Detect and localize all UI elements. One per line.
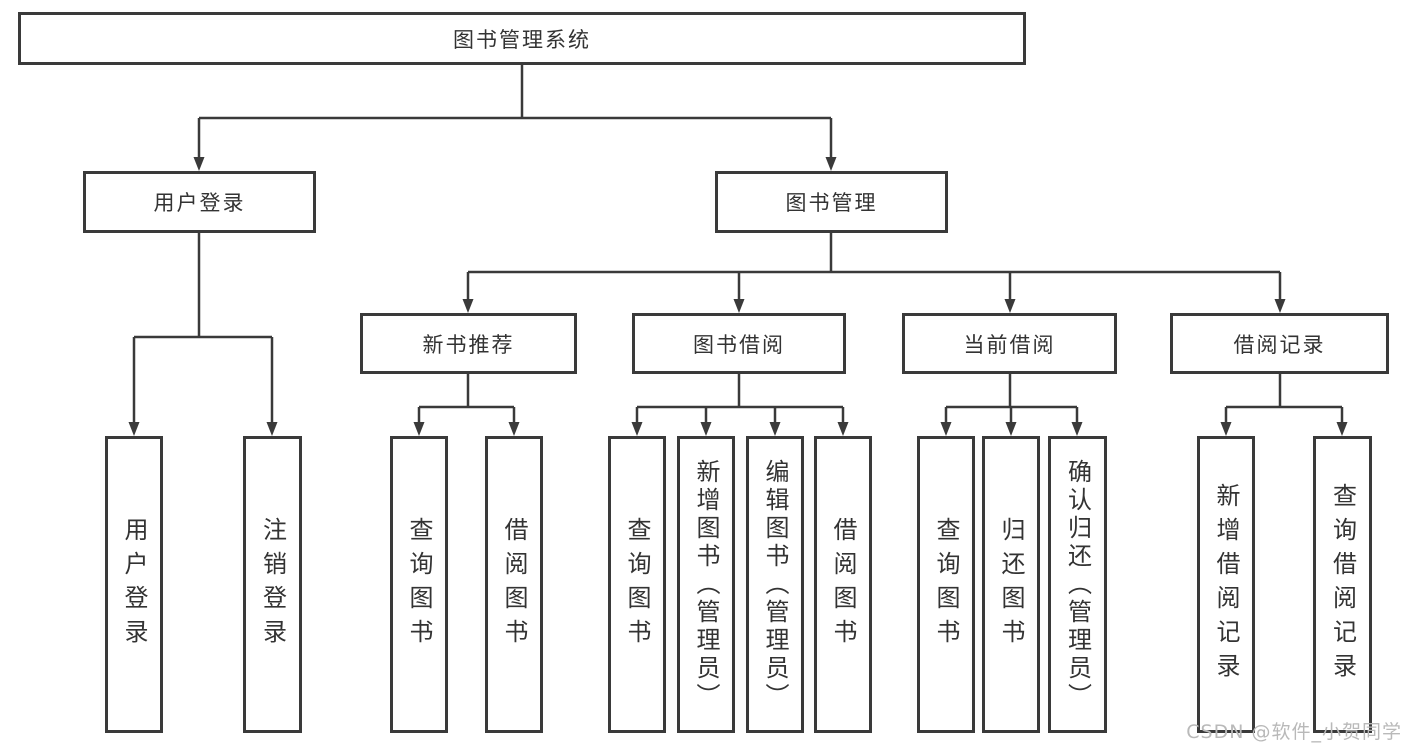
leaf-label: 新增借阅记录 bbox=[1212, 482, 1240, 687]
node-leaf-borrow-books: 借阅图书 bbox=[485, 436, 543, 733]
arrowhead-icon bbox=[733, 299, 745, 313]
arrowhead-icon bbox=[193, 157, 205, 171]
arrowhead-icon bbox=[700, 422, 712, 436]
arrowhead-icon bbox=[266, 422, 278, 436]
arrowhead-icon bbox=[1274, 299, 1286, 313]
node-leaf-confirm-return-admin: 确认归还（管理员） bbox=[1048, 436, 1107, 733]
leaf-label: 确认归还（管理员） bbox=[1063, 458, 1092, 711]
connector-root-to-level2 bbox=[197, 65, 833, 158]
leaf-label: 编辑图书（管理员） bbox=[761, 458, 789, 711]
arrowhead-icon bbox=[1071, 422, 1083, 436]
leaf-label: 查询图书 bbox=[405, 516, 433, 653]
arrowhead-icon bbox=[128, 422, 140, 436]
arrowhead-icon bbox=[837, 422, 849, 436]
node-leaf-add-borrow-record: 新增借阅记录 bbox=[1197, 436, 1255, 733]
node-borrowing-records: 借阅记录 bbox=[1170, 313, 1389, 374]
node-leaf-borrow-books: 借阅图书 bbox=[814, 436, 872, 733]
leaf-label: 查询借阅记录 bbox=[1328, 482, 1357, 687]
node-leaf-query-books: 查询图书 bbox=[608, 436, 666, 733]
node-book-borrowing: 图书借阅 bbox=[632, 313, 846, 374]
node-leaf-user-login: 用户登录 bbox=[105, 436, 163, 733]
node-leaf-add-books-admin: 新增图书（管理员） bbox=[677, 436, 735, 733]
arrowhead-icon bbox=[825, 157, 837, 171]
arrowhead-icon bbox=[413, 422, 425, 436]
node-leaf-query-borrow-record: 查询借阅记录 bbox=[1313, 436, 1372, 733]
connector-book-management-to-level3 bbox=[466, 233, 1282, 300]
leaf-label: 借阅图书 bbox=[829, 516, 857, 653]
node-leaf-logout: 注销登录 bbox=[243, 436, 302, 733]
node-new-book-recommendation: 新书推荐 bbox=[360, 313, 577, 374]
connector-user-login-to-leaves bbox=[132, 233, 274, 423]
leaf-label: 借阅图书 bbox=[500, 516, 528, 653]
connector-current-borrowing-to-leaves bbox=[944, 374, 1079, 423]
leaf-label: 归还图书 bbox=[997, 516, 1025, 653]
leaf-label: 用户登录 bbox=[120, 516, 148, 653]
arrowhead-icon bbox=[1005, 422, 1017, 436]
leaf-label: 查询图书 bbox=[623, 516, 651, 653]
node-leaf-query-books: 查询图书 bbox=[917, 436, 975, 733]
node-book-management-group: 图书管理 bbox=[715, 171, 948, 233]
node-leaf-return-books: 归还图书 bbox=[982, 436, 1040, 733]
arrowhead-icon bbox=[508, 422, 520, 436]
arrowhead-icon bbox=[462, 299, 474, 313]
leaf-label: 注销登录 bbox=[258, 516, 287, 653]
node-leaf-query-books: 查询图书 bbox=[390, 436, 448, 733]
arrowhead-icon bbox=[1220, 422, 1232, 436]
arrowhead-icon bbox=[1336, 422, 1348, 436]
leaf-label: 查询图书 bbox=[932, 516, 960, 653]
leaf-label: 新增图书（管理员） bbox=[692, 458, 720, 711]
node-current-borrowing: 当前借阅 bbox=[902, 313, 1117, 374]
node-user-login-group: 用户登录 bbox=[83, 171, 316, 233]
csdn-watermark: CSDN @软件_小贺同学 bbox=[1186, 721, 1402, 743]
node-library-management-system: 图书管理系统 bbox=[18, 12, 1026, 65]
connector-new-book-to-leaves bbox=[417, 374, 516, 423]
arrowhead-icon bbox=[1004, 299, 1016, 313]
connector-borrowing-records-to-leaves bbox=[1224, 374, 1344, 423]
arrowhead-icon bbox=[940, 422, 952, 436]
arrowhead-icon bbox=[631, 422, 643, 436]
arrowheads bbox=[128, 157, 1348, 436]
node-leaf-edit-books-admin: 编辑图书（管理员） bbox=[746, 436, 804, 733]
arrowhead-icon bbox=[769, 422, 781, 436]
connector-book-borrowing-to-leaves bbox=[635, 374, 845, 423]
